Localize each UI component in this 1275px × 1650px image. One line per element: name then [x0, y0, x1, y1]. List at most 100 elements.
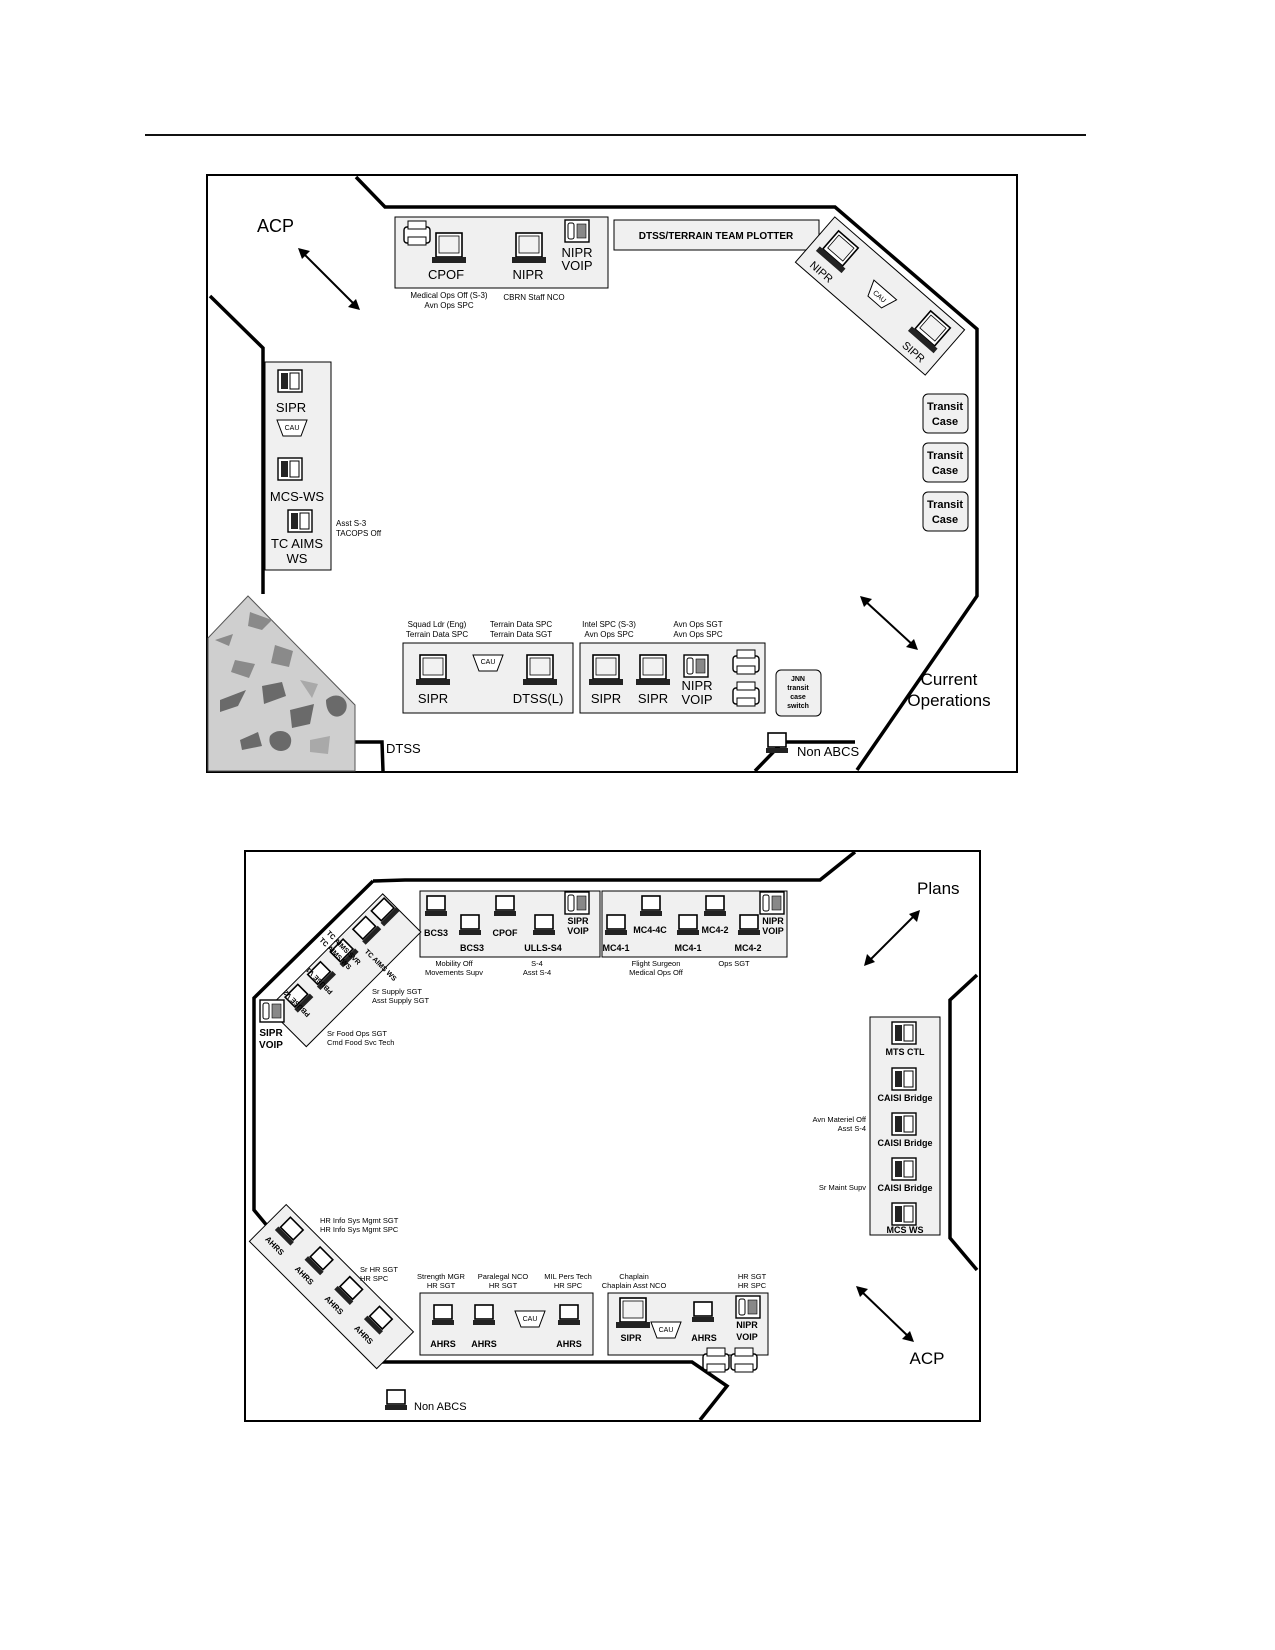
caisi-label: CAISI Bridge [877, 1183, 932, 1193]
tc-aims-label: WS [287, 551, 308, 566]
ahrs-label: AHRS [263, 1235, 286, 1258]
cau-label: CAU [285, 425, 300, 432]
svg-text:Case: Case [932, 465, 958, 477]
jnn-label: case [790, 694, 806, 701]
staff-label: HR SPC [554, 1281, 583, 1290]
nipr-voip-label-2: VOIP [561, 258, 592, 273]
ahrs-label: AHRS [293, 1264, 316, 1287]
staff-label: Terrain Data SGT [490, 630, 552, 639]
staff-label: HR Info Sys Mgmt SPC [320, 1225, 399, 1234]
cau-label: CAU [481, 659, 496, 666]
jnn-label: JNN [791, 676, 805, 683]
non-abcs-label: Non ABCS [797, 744, 859, 759]
sipr-label: SIPR [899, 340, 926, 366]
staff-label: Ops SGT [718, 959, 750, 968]
staff-label: Asst S-4 [838, 1124, 866, 1133]
cpof-label: CPOF [428, 267, 464, 282]
staff-label: Sr Maint Supv [819, 1183, 866, 1192]
staff-label: Asst Supply SGT [372, 996, 430, 1005]
mc4-label: MC4-2 [701, 925, 728, 935]
staff-label: Asst S-4 [523, 968, 551, 977]
mc4-label: MC4-1 [602, 943, 629, 953]
staff-label: HR Info Sys Mgmt SGT [320, 1216, 399, 1225]
cau-label: CAU [659, 1327, 674, 1334]
svg-text:Case: Case [932, 514, 958, 526]
ahrs-label: AHRS [471, 1339, 497, 1349]
ahrs-label: AHRS [352, 1324, 375, 1347]
staff-label: HR SPC [738, 1281, 767, 1290]
mts-ctl-label: MTS CTL [886, 1047, 925, 1057]
staff-label: Terrain Data SPC [406, 630, 468, 639]
tc-aims-label: TC AIMS [271, 536, 323, 551]
staff-label: Avn Ops SPC [584, 630, 633, 639]
mc4-label: MC4-1 [674, 943, 701, 953]
header-rule [145, 134, 1086, 136]
plotter-label: DTSS/TERRAIN TEAM PLOTTER [639, 231, 794, 242]
cau-label: CAU [523, 1316, 538, 1323]
transit-case-2: Transit Case [922, 442, 969, 483]
staff-label: Sr HR SGT [360, 1265, 398, 1274]
nipr-voip-label: VOIP [762, 926, 784, 936]
dtss-label: DTSS [386, 741, 421, 756]
diag-label: PBUSE V1 [305, 965, 335, 995]
jnn-label: transit [787, 685, 809, 692]
sipr-label: SIPR [418, 691, 448, 706]
current-ops-label: Operations [907, 691, 990, 710]
staff-label: Medical Ops Off [629, 968, 684, 977]
staff-label: Chaplain Asst NCO [602, 1281, 667, 1290]
staff-label: TACOPS Off [336, 529, 382, 538]
staff-label: Paralegal NCO [478, 1272, 529, 1281]
nipr-voip-label: NIPR [736, 1320, 758, 1330]
sipr-label: SIPR [276, 400, 306, 415]
current-ops-label: Current [921, 670, 978, 689]
nipr-label: NIPR [512, 267, 543, 282]
nipr-voip-label: VOIP [736, 1332, 758, 1342]
staff-label: S-4 [531, 959, 543, 968]
ahrs-label: AHRS [691, 1333, 717, 1343]
sipr-label: SIPR [620, 1333, 642, 1343]
nipr-label: NIPR [807, 259, 835, 285]
staff-label: HR SGT [489, 1281, 518, 1290]
staff-label: Avn Ops SPC [424, 301, 473, 310]
jnn-label: switch [787, 703, 809, 710]
bcs3-label: BCS3 [460, 943, 484, 953]
ulls-label: ULLS-S4 [524, 943, 562, 953]
staff-label: Avn Materiel Off [813, 1115, 867, 1124]
staff-label: Terrain Data SPC [490, 620, 552, 629]
staff-label: Intel SPC (S-3) [582, 620, 636, 629]
plans-label: Plans [917, 879, 960, 898]
acp-label: ACP [257, 216, 294, 236]
sipr-voip-label: SIPR [567, 916, 589, 926]
mcs-ws-label: MCS WS [887, 1225, 924, 1235]
ahrs-label: AHRS [556, 1339, 582, 1349]
mcs-ws-label: MCS-WS [270, 489, 324, 504]
dtss-l-label: DTSS(L) [513, 691, 564, 706]
svg-text:Case: Case [932, 416, 958, 428]
staff-label: Squad Ldr (Eng) [408, 620, 467, 629]
acp-label: ACP [910, 1349, 945, 1368]
cpof-label: CPOF [492, 928, 518, 938]
staff-label: HR SGT [427, 1281, 456, 1290]
sipr-label: SIPR [638, 691, 668, 706]
non-abcs-label: Non ABCS [414, 1401, 467, 1413]
staff-label: HR SPC [360, 1274, 389, 1283]
sipr-voip-label: VOIP [567, 926, 589, 936]
staff-label: Asst S-3 [336, 519, 367, 528]
sipr-label: SIPR [591, 691, 621, 706]
nipr-voip-label: NIPR [762, 916, 784, 926]
staff-label: Avn Ops SPC [673, 630, 722, 639]
ahrs-label: AHRS [323, 1294, 346, 1317]
staff-label: Sr Food Ops SGT [327, 1029, 387, 1038]
staff-label: HR SGT [738, 1272, 767, 1281]
diag-label: TC AIMS WS [363, 948, 398, 983]
diag-label: TC AIMS SVR [325, 930, 362, 967]
staff-label: Strength MGR [417, 1272, 466, 1281]
staff-label: Medical Ops Off (S-3) [410, 291, 488, 300]
staff-label: Movements Supv [425, 968, 483, 977]
svg-text:Transit: Transit [927, 499, 963, 511]
staff-label: Chaplain [619, 1272, 649, 1281]
camouflage-area [207, 595, 356, 772]
staff-label: Cmd Food Svc Tech [327, 1038, 394, 1047]
